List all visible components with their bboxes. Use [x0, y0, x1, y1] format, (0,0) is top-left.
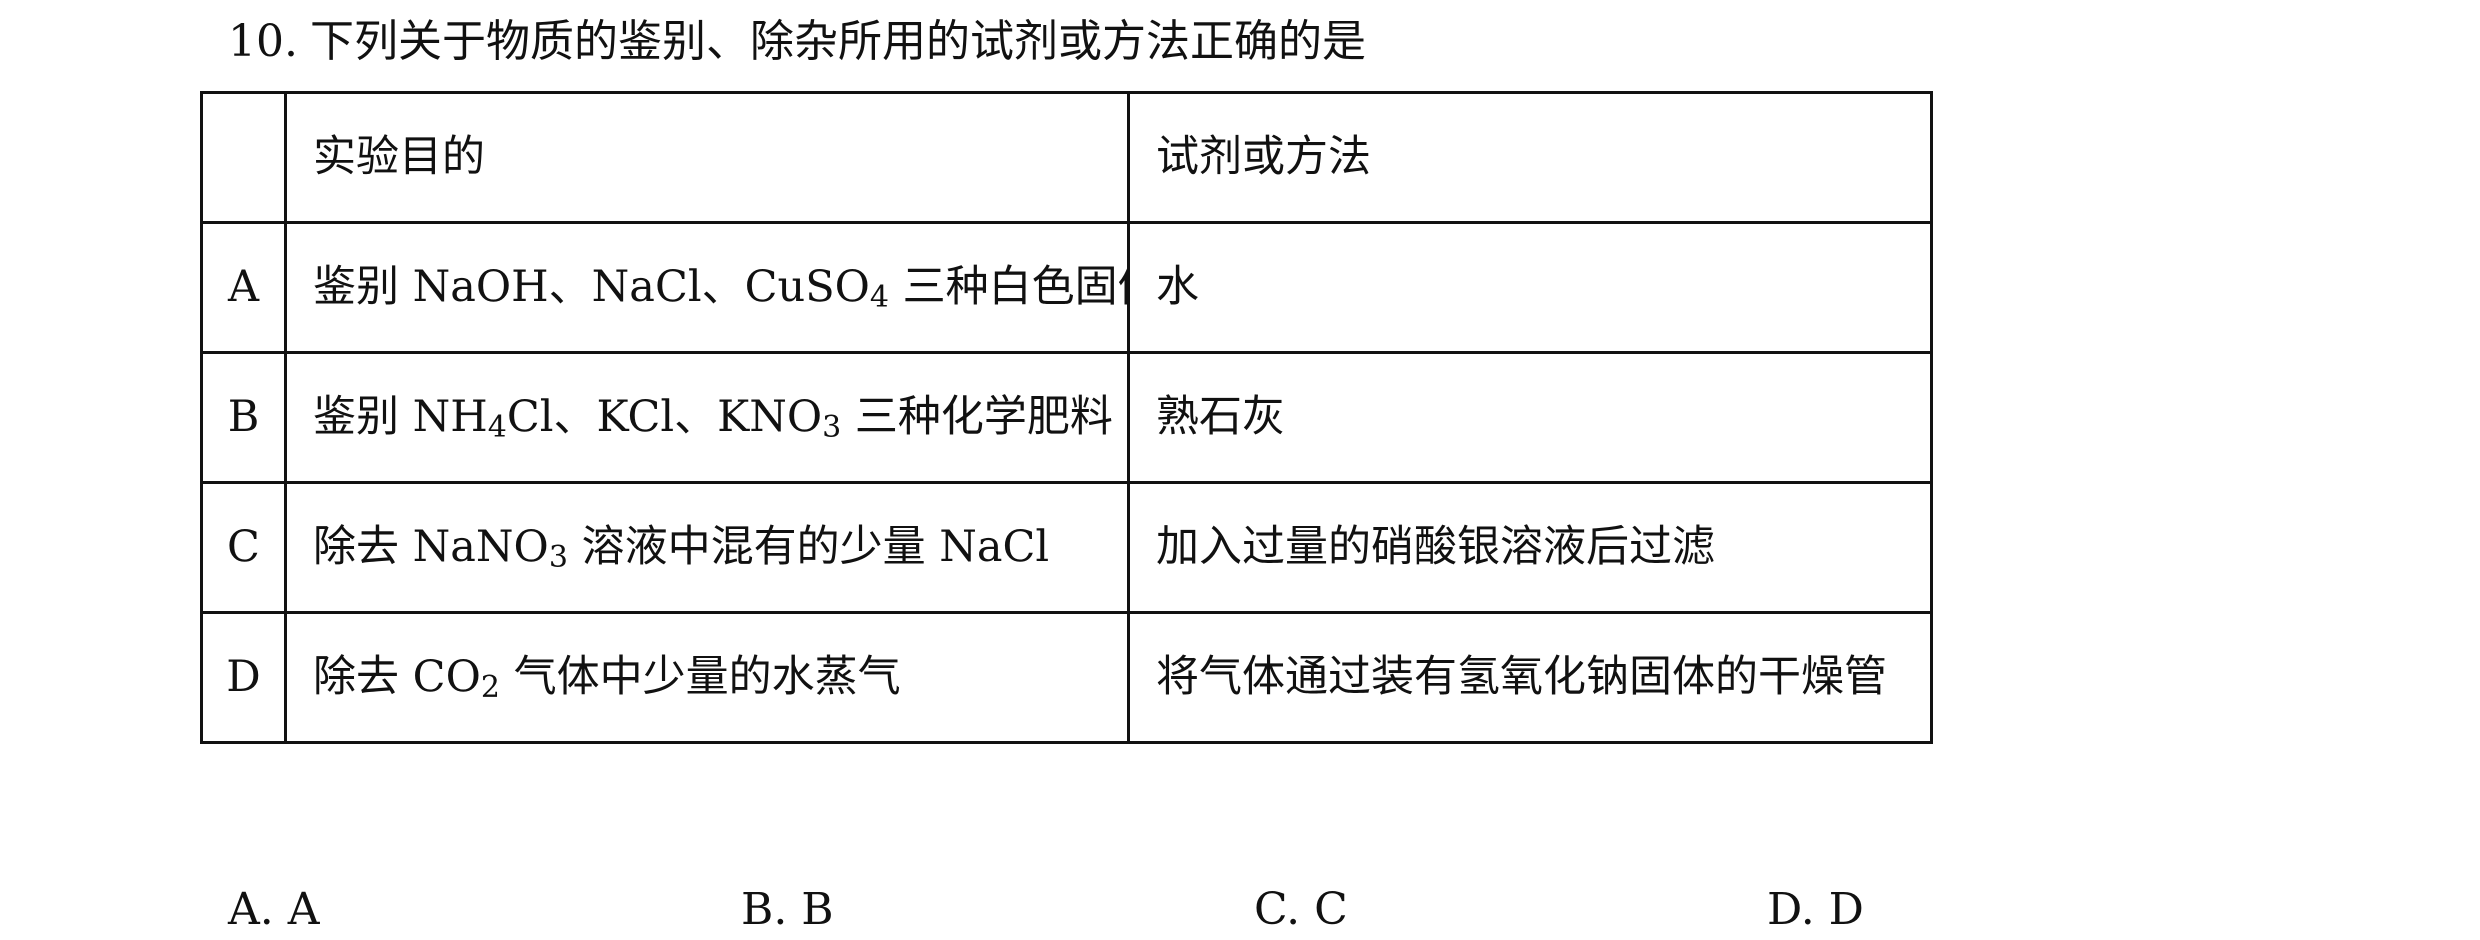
purpose-text: 三种化学肥料	[841, 392, 1113, 442]
row-purpose: 除去 CO2 气体中少量的水蒸气	[284, 611, 1130, 744]
options-table: 实验目的 试剂或方法 A 鉴别 NaOH、NaCl、CuSO4 三种白色固体 水…	[200, 91, 1933, 744]
row-purpose: 鉴别 NaOH、NaCl、CuSO4 三种白色固体	[284, 221, 1130, 354]
question-stem: 10.下列关于物质的鉴别、除杂所用的试剂或方法正确的是	[228, 10, 1366, 74]
purpose-text: 鉴别 NaOH、NaCl、CuSO	[313, 262, 870, 312]
table-row: C 除去 NaNO3 溶液中混有的少量 NaCl 加入过量的硝酸银溶液后过滤	[200, 481, 1933, 614]
question-number: 10.	[228, 16, 298, 67]
row-label: C	[200, 481, 287, 614]
subscript: 3	[822, 410, 842, 445]
subscript: 4	[487, 410, 507, 445]
table-header-row: 实验目的 试剂或方法	[200, 91, 1933, 224]
purpose-text: 溶液中混有的少量 NaCl	[567, 522, 1050, 572]
purpose-text: Cl、KCl、KNO	[506, 392, 823, 442]
answer-choices: A. A B. B C. C D. D	[0, 880, 2480, 940]
purpose-text: 除去 CO	[313, 652, 481, 702]
table-row: A 鉴别 NaOH、NaCl、CuSO4 三种白色固体 水	[200, 221, 1933, 354]
table-row: B 鉴别 NH4Cl、KCl、KNO3 三种化学肥料 熟石灰	[200, 351, 1933, 484]
purpose-text: 除去 NaNO	[313, 522, 549, 572]
row-method: 将气体通过装有氢氧化钠固体的干燥管	[1127, 611, 1933, 744]
row-purpose: 除去 NaNO3 溶液中混有的少量 NaCl	[284, 481, 1130, 614]
question-text: 下列关于物质的鉴别、除杂所用的试剂或方法正确的是	[309, 16, 1366, 67]
header-method-cell: 试剂或方法	[1127, 91, 1933, 224]
header-label-cell	[200, 91, 287, 224]
row-label: B	[200, 351, 287, 484]
choice-c[interactable]: C. C	[1254, 884, 1348, 935]
row-method: 加入过量的硝酸银溶液后过滤	[1127, 481, 1933, 614]
row-method: 水	[1127, 221, 1933, 354]
subscript: 3	[548, 540, 568, 575]
purpose-text: 气体中少量的水蒸气	[499, 652, 901, 702]
subscript: 4	[869, 280, 889, 315]
row-label: D	[200, 611, 287, 744]
row-label: A	[200, 221, 287, 354]
choice-d[interactable]: D. D	[1767, 884, 1864, 935]
header-purpose-cell: 实验目的	[284, 91, 1130, 224]
purpose-text: 三种白色固体	[902, 262, 1126, 312]
subscript: 2	[480, 670, 500, 705]
row-method: 熟石灰	[1127, 351, 1933, 484]
table-row: D 除去 CO2 气体中少量的水蒸气 将气体通过装有氢氧化钠固体的干燥管	[200, 611, 1933, 744]
choice-a[interactable]: A. A	[228, 884, 320, 935]
purpose-text: 鉴别 NH	[313, 392, 488, 442]
row-purpose: 鉴别 NH4Cl、KCl、KNO3 三种化学肥料	[284, 351, 1130, 484]
choice-b[interactable]: B. B	[741, 884, 834, 935]
